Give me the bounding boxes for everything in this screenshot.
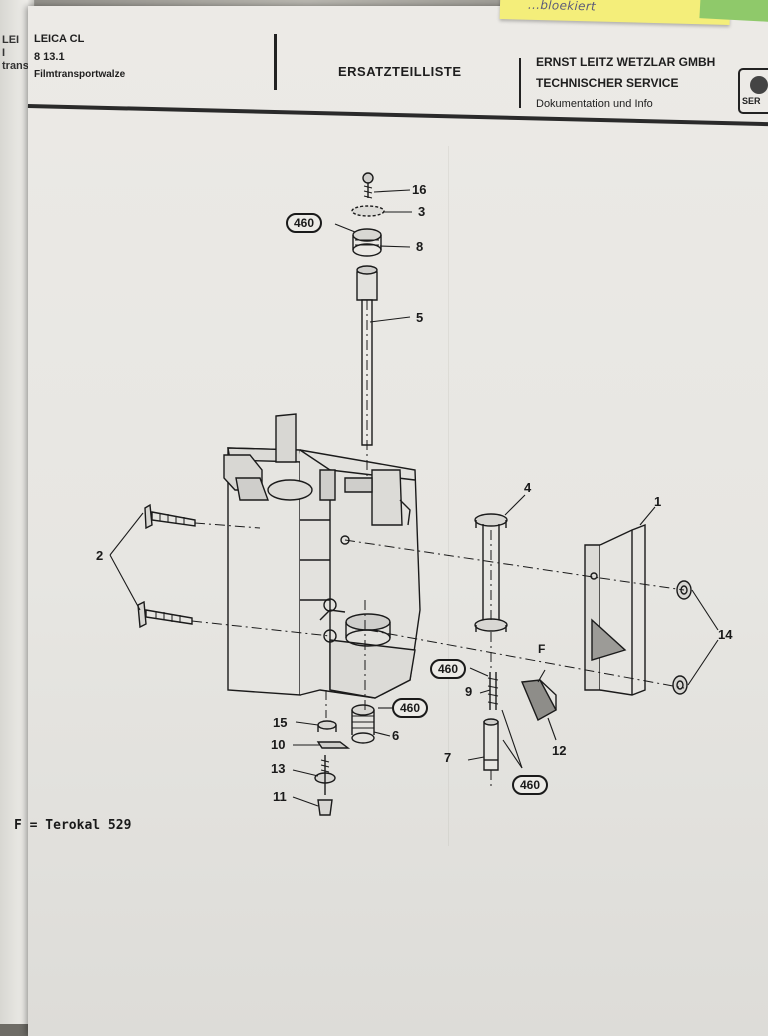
code-460-bushing: 460 — [392, 698, 429, 718]
bottom-parts — [314, 672, 499, 816]
code-460-top: 460 — [286, 213, 323, 233]
adhesive-footnote: F = Terokal 529 — [14, 818, 132, 833]
callout-10: 10 — [271, 737, 286, 752]
left-page-text: LEI I trans — [2, 34, 29, 72]
page-title: ERSATZTEILLISTE — [338, 64, 462, 79]
code-460-bottom: 460 — [512, 775, 549, 795]
code-460-pin: 460 — [430, 659, 467, 679]
header-divider-2 — [519, 58, 521, 108]
wedge-part — [520, 679, 557, 721]
leader-lines — [109, 189, 719, 807]
section-number: 8 13.1 — [34, 51, 65, 63]
part-name: Filmtransportwalze — [34, 69, 126, 80]
screw-parts — [137, 503, 196, 629]
callout-16: 16 — [412, 182, 427, 197]
callout-2: 2 — [96, 548, 104, 563]
callout-11: 11 — [273, 789, 287, 804]
callout-14: 14 — [718, 627, 733, 642]
assembly-lines — [191, 300, 685, 790]
logo-mark — [750, 76, 768, 94]
callout-13: 13 — [271, 761, 286, 776]
callout-1: 1 — [654, 494, 662, 509]
callout-6: 6 — [392, 728, 400, 743]
logo-text: SER — [742, 96, 761, 106]
model-name: LEICA CL — [34, 33, 85, 45]
docs-label: Dokumentation und Info — [536, 98, 653, 110]
callout-7: 7 — [444, 750, 452, 765]
callout-9: 9 — [465, 684, 473, 699]
adhesive-marker: F — [538, 642, 546, 656]
callout-3: 3 — [418, 204, 426, 219]
header-divider — [274, 34, 277, 90]
callout-5: 5 — [416, 310, 424, 325]
callout-12: 12 — [552, 743, 567, 758]
callout-4: 4 — [524, 480, 532, 495]
callout-8: 8 — [416, 239, 424, 254]
company-name: ERNST LEITZ WETZLAR GMBH — [536, 55, 716, 69]
company-logo: SER — [738, 68, 768, 114]
roller-part — [474, 513, 508, 632]
service-name: TECHNISCHER SERVICE — [536, 76, 679, 90]
callout-15: 15 — [273, 715, 288, 730]
shaft-assembly — [351, 172, 385, 446]
cover-plate-part — [584, 523, 646, 696]
camera-housing-part — [223, 413, 421, 699]
washer-parts — [672, 580, 692, 695]
